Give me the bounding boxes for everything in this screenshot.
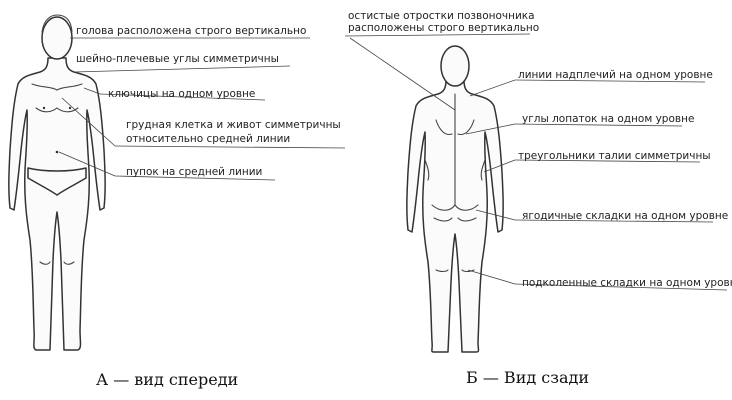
back-body-outline	[406, 79, 504, 353]
front-knees	[39, 261, 75, 265]
front-label-navel: пупок на средней линии	[126, 166, 263, 178]
back-label-waist: треугольники талии симметричны	[518, 150, 711, 162]
front-briefs	[27, 167, 87, 196]
front-hair	[41, 14, 73, 33]
front-label-clavicles: ключицы на одном уровне	[108, 88, 256, 100]
front-clavicles	[31, 83, 83, 91]
front-body-outline	[8, 57, 106, 351]
front-nipple-left	[42, 106, 46, 110]
front-chest	[35, 107, 79, 113]
front-label-head: голова расположена строго вертикально	[76, 25, 307, 37]
back-label-spine-line1: остистые отростки позвоночника	[348, 10, 535, 22]
front-leaders	[58, 37, 346, 181]
back-head	[440, 45, 470, 87]
front-label-chest-line2: относительно средней линии	[126, 133, 291, 145]
back-label-gluteal: ягодичные складки на одном уровне	[522, 210, 729, 222]
back-label-scapulae: углы лопаток на одном уровне	[522, 113, 695, 125]
back-popliteal-folds	[435, 269, 475, 273]
front-figure	[8, 14, 106, 351]
back-gluteal-folds	[431, 204, 479, 222]
back-scapulae	[435, 119, 475, 136]
back-label-popliteal: подколенные складки на одном уровне	[522, 277, 732, 289]
front-head	[41, 16, 73, 60]
back-waist	[424, 159, 486, 181]
back-label-spine-line2: расположены строго вертикально	[348, 22, 540, 34]
front-nipple-right	[68, 106, 72, 110]
front-caption: А — вид спереди	[96, 370, 239, 389]
back-label-shoulders: линии надплечий на одном уровне	[518, 69, 713, 81]
back-caption: Б — Вид сзади	[466, 368, 590, 387]
back-figure	[406, 45, 504, 353]
back-leaders	[344, 33, 728, 291]
front-navel	[55, 150, 59, 154]
front-label-chest-line1: грудная клетка и живот симметричны	[126, 119, 341, 131]
front-label-neck-shoulder: шейно-плечевые углы симметричны	[76, 53, 279, 65]
